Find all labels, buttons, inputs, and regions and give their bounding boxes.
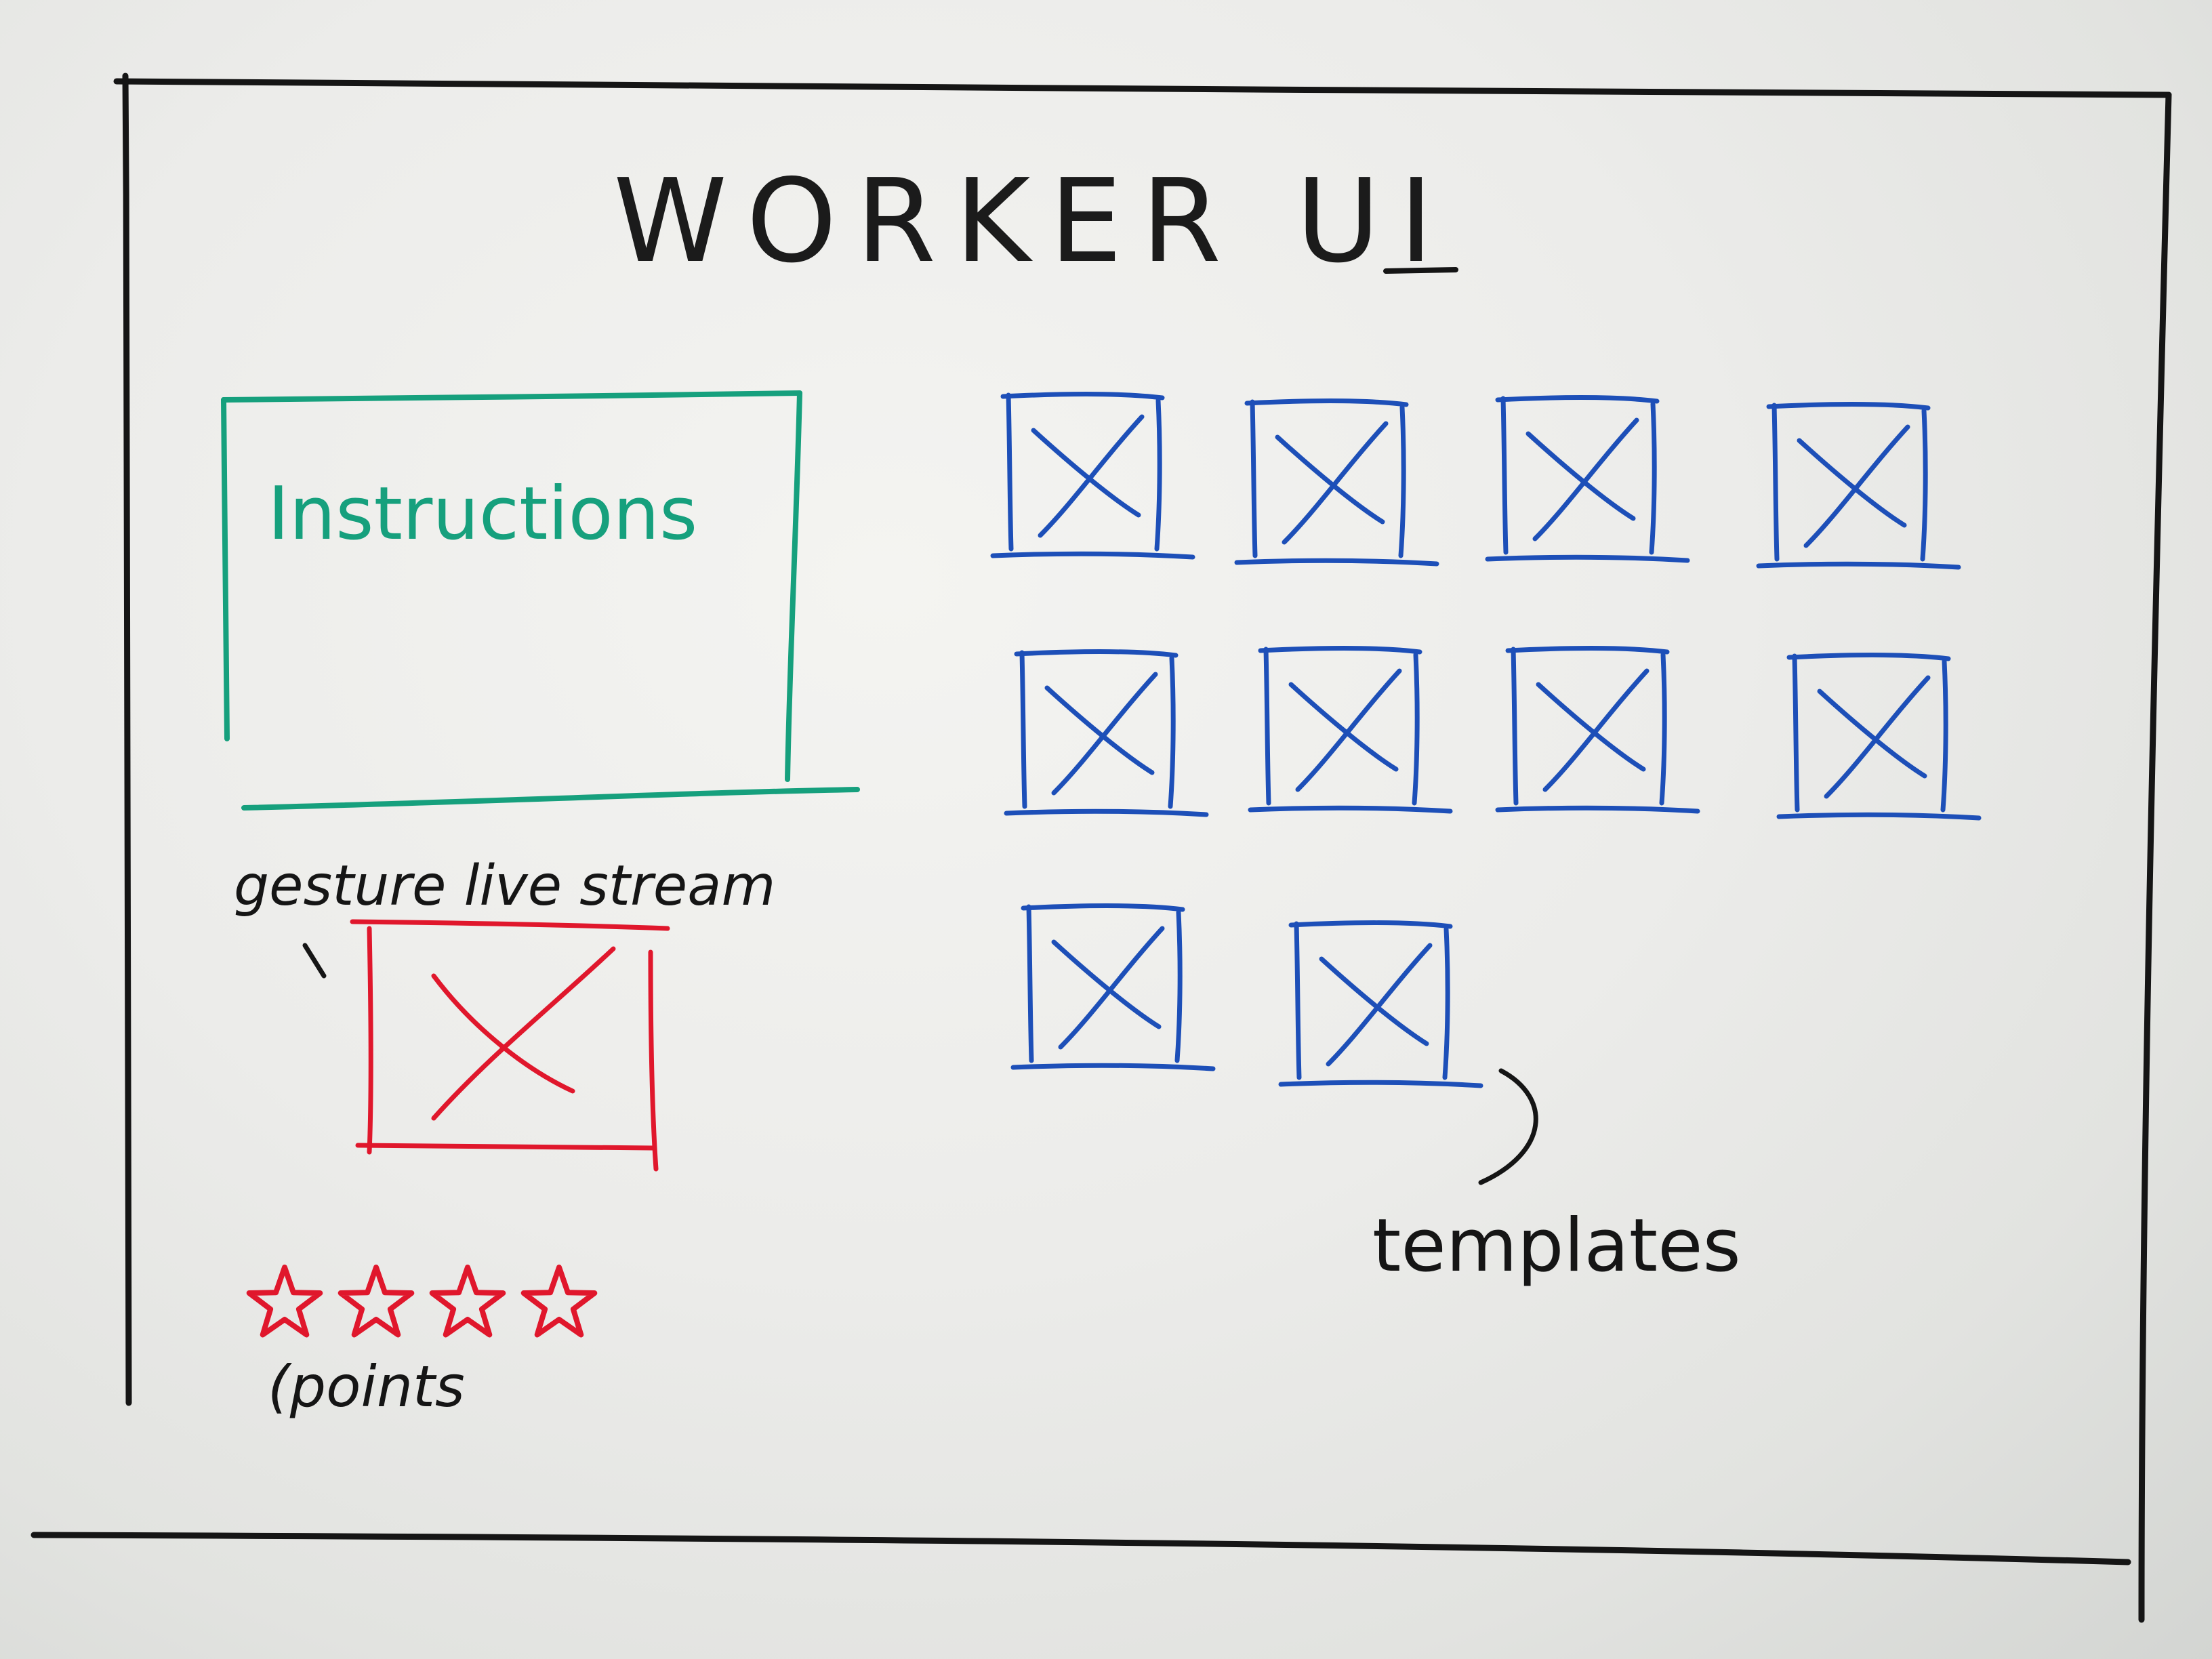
template-thumbnail[interactable] (1248, 646, 1453, 814)
template-thumbnail[interactable] (1004, 649, 1209, 817)
template-thumbnail[interactable] (1278, 920, 1483, 1088)
point-star-icon (520, 1265, 598, 1338)
gesture-video-placeholder (350, 919, 670, 1172)
gesture-pointer-stroke (302, 943, 327, 979)
points-label: (points (268, 1353, 465, 1420)
title-underline (1383, 267, 1458, 274)
page-title: WORKER UI (613, 155, 1452, 289)
points-stars (246, 1265, 598, 1338)
template-thumbnail[interactable] (990, 392, 1195, 560)
template-thumbnail[interactable] (1010, 903, 1216, 1071)
instructions-panel (221, 390, 860, 811)
template-thumbnail[interactable] (1485, 395, 1690, 563)
screen-frame (30, 73, 2172, 1623)
template-thumbnail[interactable] (1776, 653, 1982, 821)
templates-label: templates (1372, 1204, 1741, 1288)
point-star-icon (246, 1265, 323, 1338)
template-thumbnail[interactable] (1234, 398, 1439, 567)
point-star-icon (429, 1265, 506, 1338)
instructions-label: Instructions (268, 472, 697, 556)
gesture-stream-label: gesture live stream (234, 854, 775, 918)
point-star-icon (337, 1265, 415, 1338)
template-thumbnail[interactable] (1495, 646, 1700, 814)
templates-grid (990, 392, 1982, 1088)
templates-pointer (1478, 1068, 1538, 1185)
template-thumbnail[interactable] (1756, 402, 1961, 570)
